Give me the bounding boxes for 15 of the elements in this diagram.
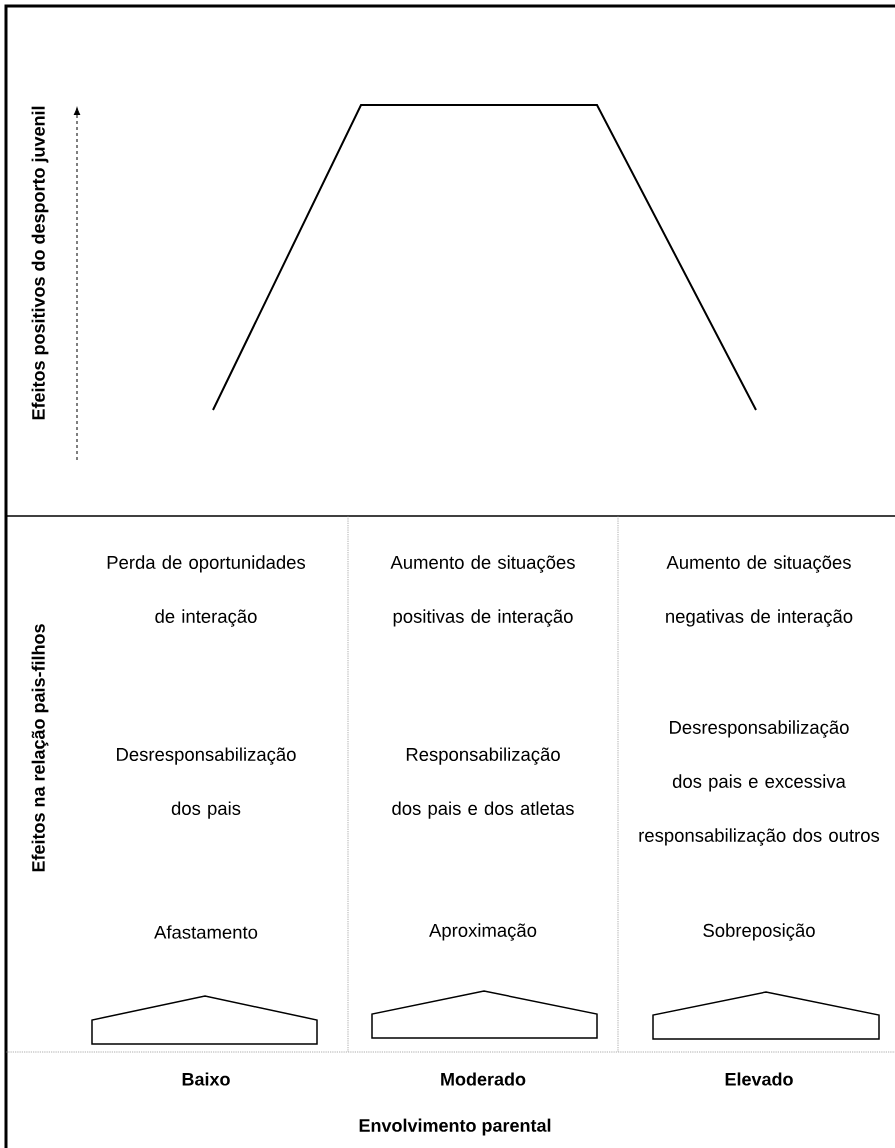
house-shape <box>652 991 880 1040</box>
table-cell-text: Responsabilização dos pais e dos atletas <box>392 747 574 819</box>
house-shape <box>371 990 598 1039</box>
table-cell-text: Perda de oportunidades de interação <box>107 555 306 627</box>
table-cell-text: Desresponsabilização dos pais <box>117 747 296 819</box>
table-cell-text: Aumento de situações positivas de interação <box>390 555 575 627</box>
axis-label: Baixo <box>182 1072 230 1086</box>
table-cell-text: Desresponsabilização dos pais e excessiva responsabilização dos outros <box>639 720 880 846</box>
axis-label: Elevado <box>725 1072 793 1086</box>
axis-title: Efeitos positivos do desporto juvenil <box>31 106 49 420</box>
house-shape <box>91 995 318 1045</box>
table-cell-text: Aumento de situações negativas de interação <box>666 555 853 627</box>
axis-title: Efeitos na relação pais-filhos <box>31 624 49 872</box>
axis-label: Envolvimento parental <box>359 1118 551 1136</box>
axis-label: Moderado <box>441 1072 526 1086</box>
